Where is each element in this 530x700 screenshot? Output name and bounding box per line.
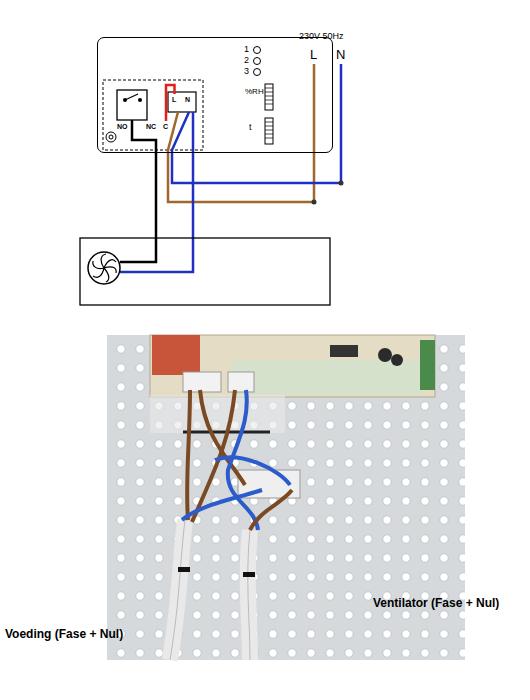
photo-caption: Voeding (Fase + Nul) — [5, 628, 123, 641]
fan-symbol — [88, 252, 120, 284]
switched-wire — [120, 120, 156, 262]
terminal-block — [168, 92, 196, 112]
led — [254, 69, 261, 76]
wire-junction — [339, 181, 344, 186]
t-slider — [265, 118, 273, 144]
rh-slider — [265, 84, 273, 110]
hygrostat-housing: 1 2 3 %RH t NO NC C L N — [97, 37, 333, 153]
neutral-supply-wire — [172, 64, 341, 183]
terminal-label: NC — [145, 122, 158, 131]
led — [254, 47, 261, 54]
panel-marking: 2 — [244, 56, 249, 65]
contact-dot — [138, 98, 142, 102]
relay-contact — [117, 90, 147, 120]
supply-label: 230V 50Hz — [299, 32, 344, 42]
panel-marking: t — [249, 123, 252, 132]
panel-marking: 3 — [244, 67, 249, 76]
screw — [109, 135, 113, 139]
terminal-name: NO — [117, 123, 128, 130]
supply-label: N — [336, 48, 345, 62]
terminal-name: C — [163, 123, 169, 130]
screw — [106, 132, 116, 142]
terminal-name: NC — [146, 123, 157, 130]
terminal-name: L — [172, 96, 177, 103]
switch-arm — [125, 94, 138, 100]
terminal-label: NO — [116, 122, 129, 131]
wire-junction — [312, 200, 317, 205]
terminal-label: C — [162, 122, 170, 131]
jumper-wire — [166, 85, 175, 121]
photo-caption: Ventilator (Fase + Nul) — [373, 597, 499, 610]
live-wire — [168, 64, 314, 202]
wiring-photo — [107, 335, 465, 660]
terminal-label: L — [171, 95, 178, 104]
fan-box — [80, 238, 330, 305]
fan-neutral-wire — [120, 112, 193, 272]
supply-label: L — [310, 48, 317, 62]
led — [254, 58, 261, 65]
panel-marking: %RH — [245, 88, 264, 96]
panel-marking: 1 — [244, 45, 249, 54]
terminal-name: N — [185, 96, 191, 103]
terminal-label: N — [184, 95, 192, 104]
